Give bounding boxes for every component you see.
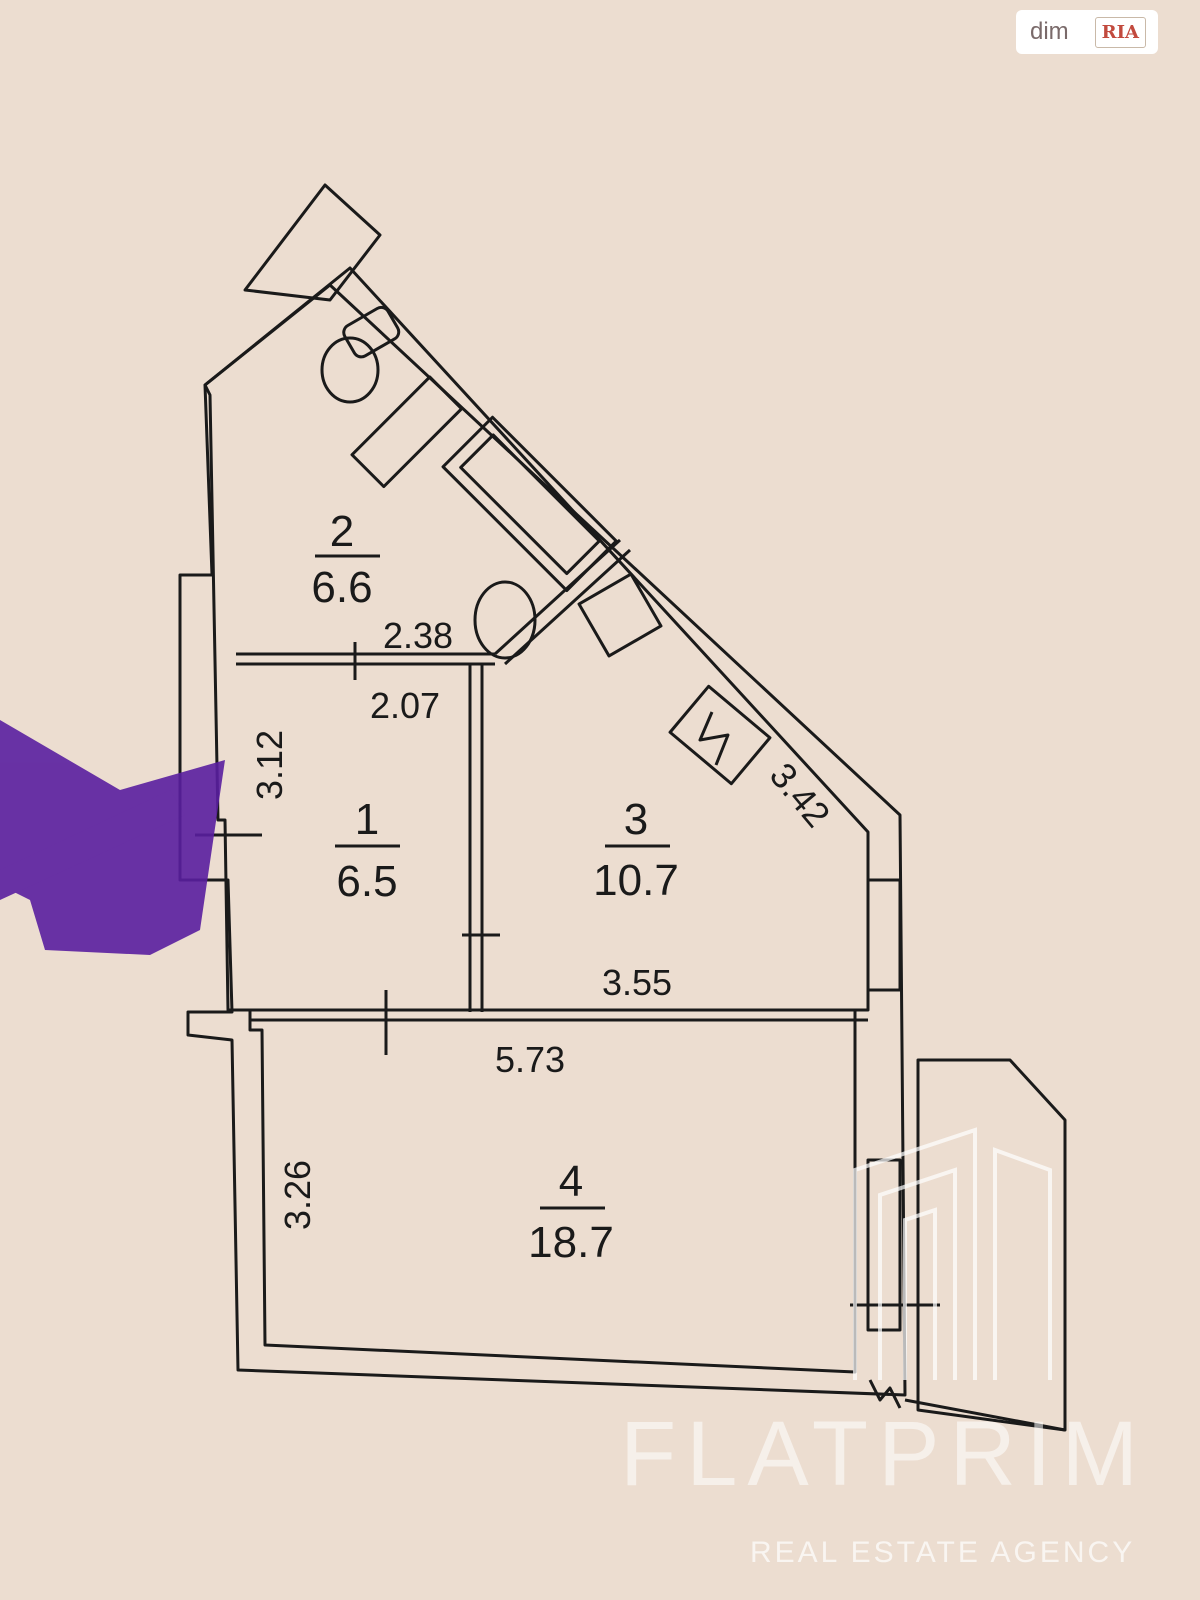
- sink: [473, 580, 537, 660]
- washing-machine: [350, 375, 464, 489]
- room-1-number: 1: [355, 795, 379, 844]
- dim-ria-badge[interactable]: dim RIA: [1016, 10, 1158, 54]
- dim-3-42: 3.42: [762, 755, 838, 835]
- stove: [577, 572, 663, 658]
- marker-scribble: [0, 720, 225, 955]
- watermark-logo: [853, 1127, 1052, 1380]
- room-3-number: 3: [624, 795, 648, 844]
- dim-2-07: 2.07: [370, 685, 440, 726]
- badge-site-label: dim: [1030, 18, 1069, 45]
- room-4-area: 18.7: [528, 1218, 614, 1267]
- dim-5-73: 5.73: [495, 1039, 565, 1080]
- toilet: [320, 336, 380, 404]
- watermark-tagline: REAL ESTATE AGENCY: [750, 1536, 1136, 1569]
- dim-3-26: 3.26: [277, 1160, 318, 1230]
- bathtub: [441, 415, 618, 593]
- dim-2-38: 2.38: [383, 615, 453, 656]
- balcony: [916, 1058, 1067, 1432]
- room-4-number: 4: [559, 1157, 583, 1206]
- watermark-name: FLATPRIM: [620, 1403, 1149, 1505]
- room-2-number: 2: [330, 507, 354, 556]
- room-1-area: 6.5: [336, 857, 397, 906]
- room-3-area: 10.7: [593, 856, 679, 905]
- dim-3-12: 3.12: [249, 730, 290, 800]
- ria-logo: RIA: [1094, 16, 1146, 48]
- room-2-area: 6.6: [311, 563, 372, 612]
- dim-3-55: 3.55: [602, 962, 672, 1003]
- top-stub: [243, 183, 382, 302]
- boiler: [668, 684, 772, 786]
